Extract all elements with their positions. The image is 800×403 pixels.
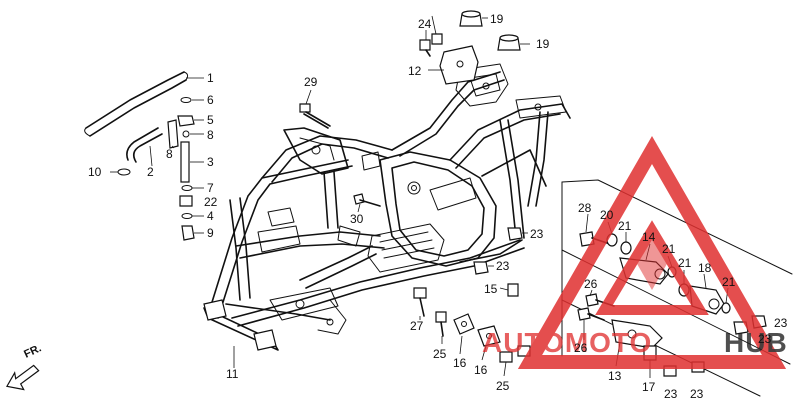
part-label-21c: 21	[678, 256, 692, 270]
part-label-29: 29	[304, 75, 318, 89]
breather-hose-group	[84, 71, 195, 241]
watermark-logo: AUTOMOTO HUB	[482, 135, 788, 369]
part-label-23f: 23	[690, 387, 704, 401]
part-label-22: 22	[204, 195, 218, 209]
top-fasteners	[299, 10, 521, 207]
part-label-15: 15	[484, 282, 498, 296]
part-label-9: 9	[207, 226, 214, 240]
part-label-26b: 26	[574, 341, 588, 355]
part-label-20: 20	[600, 208, 614, 222]
part-label-17: 17	[642, 380, 656, 394]
part-label-3: 3	[207, 155, 214, 169]
part-label-16a: 16	[453, 356, 467, 370]
part-label-19a: 19	[490, 12, 504, 26]
part-label-12: 12	[408, 64, 422, 78]
part-label-14: 14	[642, 230, 656, 244]
watermark-brand-left: AUTOMOTO	[482, 327, 652, 358]
watermark-brand-right: HUB	[724, 327, 788, 358]
part-label-23d: 23	[758, 332, 772, 346]
part-label-25a: 25	[433, 347, 447, 361]
part-label-11: 11	[226, 367, 239, 381]
part-number-labels: 1 6 5 8 8 3 2 10 7 22 4 9 11 29 30 24 19…	[88, 12, 788, 401]
part-label-23e: 23	[664, 387, 678, 401]
part-label-6: 6	[207, 93, 214, 107]
part-label-27: 27	[410, 319, 424, 333]
part-label-18: 18	[698, 261, 712, 275]
mid-fasteners	[413, 227, 531, 363]
part-label-2: 2	[147, 165, 154, 179]
part-label-19b: 19	[536, 37, 550, 51]
part-label-23b: 23	[496, 259, 510, 273]
part-label-21a: 21	[618, 219, 632, 233]
front-direction-arrow: FR.	[5, 342, 43, 391]
part-label-23c: 23	[774, 316, 788, 330]
part-label-5: 5	[207, 113, 214, 127]
breather-hose	[85, 71, 185, 129]
part-label-30: 30	[350, 212, 364, 226]
part-label-16b: 16	[474, 363, 488, 377]
part-label-8a: 8	[207, 128, 214, 142]
hose-clip	[117, 168, 131, 176]
part-label-4: 4	[207, 209, 214, 223]
part-label-13: 13	[608, 369, 622, 383]
part-label-1: 1	[207, 71, 214, 85]
part-label-28: 28	[578, 201, 592, 215]
part-label-8b: 8	[166, 147, 173, 161]
part-label-25b: 25	[496, 379, 510, 393]
part-label-21b: 21	[662, 242, 676, 256]
breather-tube	[126, 127, 159, 161]
part-label-24-top: 24	[418, 17, 432, 31]
part-label-10: 10	[88, 165, 102, 179]
part-label-23a: 23	[530, 227, 544, 241]
main-frame	[203, 63, 571, 351]
part-label-26a: 26	[584, 277, 598, 291]
breather-pipe	[180, 141, 190, 183]
part-label-7: 7	[207, 181, 214, 195]
front-direction-label: FR.	[22, 342, 43, 360]
part-label-21d: 21	[722, 275, 736, 289]
